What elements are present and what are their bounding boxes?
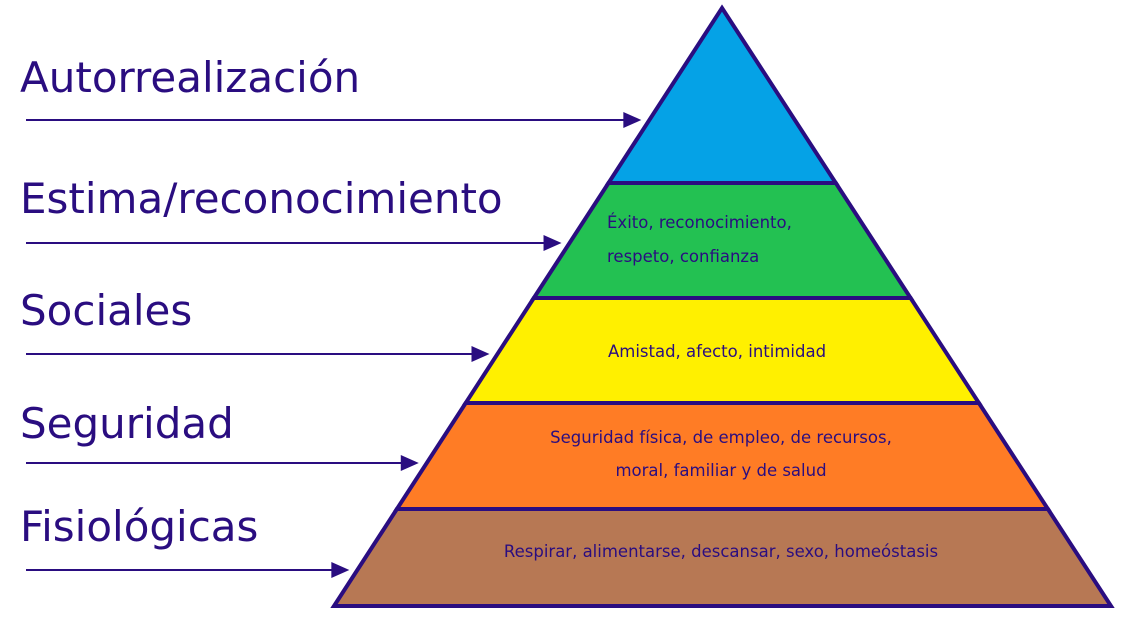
arrow-head-icon <box>623 112 642 128</box>
level-4-arrow <box>26 455 419 471</box>
pyramid-band-1 <box>604 4 840 185</box>
level-1-arrow <box>26 112 642 128</box>
pyramid-band-4 <box>393 401 1052 511</box>
pyramid-level-3: Amistad, afecto, intimidad <box>462 296 983 405</box>
arrow-head-icon <box>543 235 562 251</box>
level-2-arrow <box>26 235 562 251</box>
pyramid-level-1 <box>604 4 840 185</box>
level-3-title: Sociales <box>20 286 192 335</box>
level-5-title: Fisiológicas <box>20 502 258 551</box>
level-5-description-line: Respirar, alimentarse, descansar, sexo, … <box>504 542 938 561</box>
level-4-title: Seguridad <box>20 399 234 448</box>
pyramid-level-5: Respirar, alimentarse, descansar, sexo, … <box>330 507 1115 608</box>
level-1-title: Autorrealización <box>20 53 360 102</box>
level-3-description-line: Amistad, afecto, intimidad <box>608 342 826 361</box>
level-5-arrow <box>26 562 350 578</box>
pyramid-level-2: Éxito, reconocimiento, respeto, confianza <box>530 181 915 300</box>
level-4-description-line: moral, familiar y de salud <box>615 461 826 480</box>
level-2-description-line: Éxito, reconocimiento, <box>607 213 792 232</box>
arrow-head-icon <box>471 346 490 362</box>
level-4-description-line: Seguridad física, de empleo, de recursos… <box>550 428 892 447</box>
level-2-title: Estima/reconocimiento <box>20 174 503 223</box>
arrow-head-icon <box>400 455 419 471</box>
pyramid-band-5 <box>330 507 1115 608</box>
arrow-head-icon <box>331 562 350 578</box>
level-2-description-line: respeto, confianza <box>607 247 759 266</box>
pyramid-band-2 <box>530 181 915 300</box>
level-3-arrow <box>26 346 490 362</box>
pyramid-level-4: Seguridad física, de empleo, de recursos… <box>393 401 1052 511</box>
